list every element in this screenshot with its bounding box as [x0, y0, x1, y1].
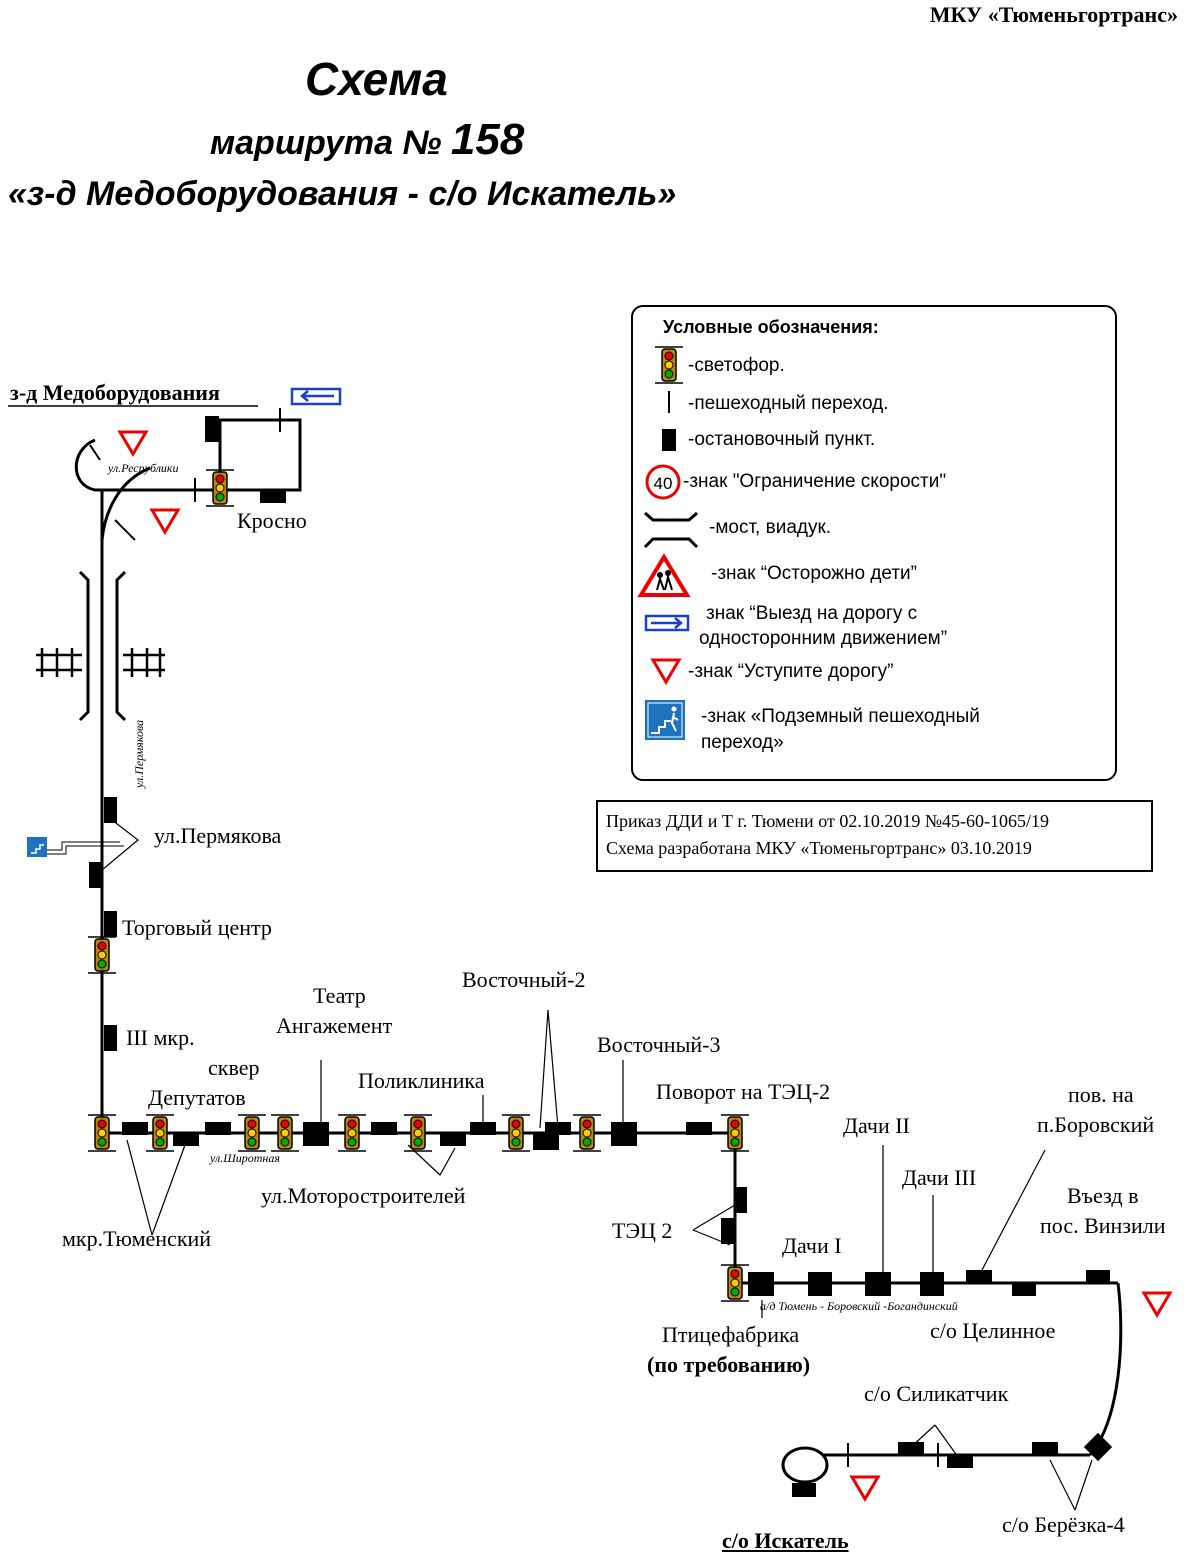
legend-give-way: -знак “Уступите дорогу” [688, 661, 894, 682]
stop-permyakova: ул.Пермякова [154, 823, 282, 848]
route-number-prefix: маршрута № [210, 124, 442, 162]
page-title: Схема [305, 53, 448, 105]
legend-children-warning: -знак “Осторожно дети” [711, 563, 917, 584]
street-shirotnaya: ул.Широтная [210, 1151, 280, 1165]
stop-vostochny3: Восточный-3 [597, 1032, 721, 1057]
legend-title: Условные обозначения: [663, 317, 879, 337]
stop-motorostroiteley: ул.Моторостроителей [261, 1183, 466, 1208]
stop-skver-line1: сквер [208, 1055, 260, 1080]
svg-text:40: 40 [654, 474, 673, 493]
stop-tec2: ТЭЦ 2 [612, 1218, 673, 1243]
stop-vinzili-line2: пос. Винзили [1040, 1213, 1166, 1238]
one-way-entry-sign-icon [290, 387, 342, 406]
bus-stop-icon [89, 416, 1113, 1497]
stop-silikatchik: с/о Силикатчик [864, 1381, 1009, 1406]
stop-borovsky-line1: пов. на [1068, 1082, 1134, 1107]
stop-borovsky-line2: п.Боровский [1037, 1112, 1155, 1137]
stop-mkr-tyumensky: мкр.Тюменский [62, 1226, 212, 1251]
legend-one-way-line2: односторонним движением” [699, 628, 948, 649]
legend-speed-limit: -знак "Ограничение скорости" [683, 471, 947, 492]
street-permyakova-vertical: ул.Пермякова [132, 719, 146, 788]
underpass-sign-icon [27, 837, 124, 857]
stop-dachi3: Дачи III [902, 1165, 977, 1190]
stop-trade-center: Торговый центр [122, 915, 272, 940]
stop-on-request-note: (по требованию) [647, 1352, 811, 1377]
legend-bus-stop: -остановочный пункт. [688, 429, 876, 450]
stop-ptitsefabrika: Птицефабрика [662, 1322, 800, 1347]
route-name: «з-д Медоборудования - с/о Искатель» [8, 175, 677, 213]
legend-pedestrian-crossing: -пешеходный переход. [688, 393, 889, 414]
terminal-start-label: з-д Медоборудования [10, 380, 220, 405]
legend-traffic-light: -светофор. [688, 355, 785, 376]
order-info-box: Приказ ДДИ и Т г. Тюмени от 02.10.2019 №… [596, 800, 1153, 872]
legend-underpass-line2: переход» [701, 732, 784, 753]
bridge-icon [643, 511, 699, 549]
legend: Условные обозначения: 40 [631, 305, 1117, 781]
stop-mkr3: III мкр. [126, 1025, 195, 1050]
stop-teatr-line1: Театр [313, 983, 366, 1008]
stop-teatr-line2: Ангажемент [276, 1013, 393, 1038]
stop-vostochny2: Восточный-2 [462, 967, 586, 992]
stop-vinzili-line1: Въезд в [1067, 1183, 1139, 1208]
stop-poliklinika: Поликлиника [358, 1068, 485, 1093]
stop-povorot-tec: Поворот на ТЭЦ-2 [656, 1079, 831, 1104]
legend-one-way-line1: знак “Выезд на дорогу с [706, 603, 918, 624]
legend-underpass-line1: -знак «Подземный пешеходный [701, 706, 980, 727]
children-warning-sign-icon [637, 553, 691, 597]
stop-dachi2: Дачи II [843, 1113, 910, 1138]
stop-krosno: Кросно [237, 508, 307, 533]
pedestrian-crossing-icon [89, 408, 939, 1467]
bridge-icon [78, 570, 127, 722]
underpass-sign-icon [645, 700, 685, 740]
speed-limit-sign-icon [645, 464, 681, 500]
callout-lines [101, 819, 1093, 1511]
street-respubliki: ул.Республики [108, 461, 179, 475]
railway-icon [36, 648, 165, 677]
stop-skver-line2: Депутатов [148, 1085, 246, 1110]
street-highway: а/д Тюмень - Боровский -Богандинский [760, 1299, 958, 1313]
route-number: 158 [450, 115, 525, 164]
legend-bridge: -мост, виадук. [709, 517, 832, 538]
route-number-line: маршрута № 158 [210, 115, 524, 165]
one-way-entry-sign-icon [644, 614, 690, 632]
terminal-loop [781, 1446, 829, 1484]
stop-beryozka4: с/о Берёзка-4 [1002, 1512, 1125, 1537]
order-line-1: Приказ ДДИ и Т г. Тюмени от 02.10.2019 №… [606, 811, 1049, 831]
terminal-end-label: с/о Искатель [722, 1528, 849, 1553]
give-way-sign-icon [651, 658, 681, 684]
order-line-2: Схема разработана МКУ «Тюменьгортранс» 0… [606, 838, 1032, 858]
legend-icons: 40 [637, 346, 699, 740]
organization-name: МКУ «Тюменьгортранс» [929, 2, 1178, 27]
stop-tselinnoe: с/о Целинное [930, 1318, 1056, 1343]
traffic-light-icon [654, 346, 684, 384]
bus-stop-icon [662, 429, 676, 451]
stop-dachi1: Дачи I [782, 1233, 842, 1258]
